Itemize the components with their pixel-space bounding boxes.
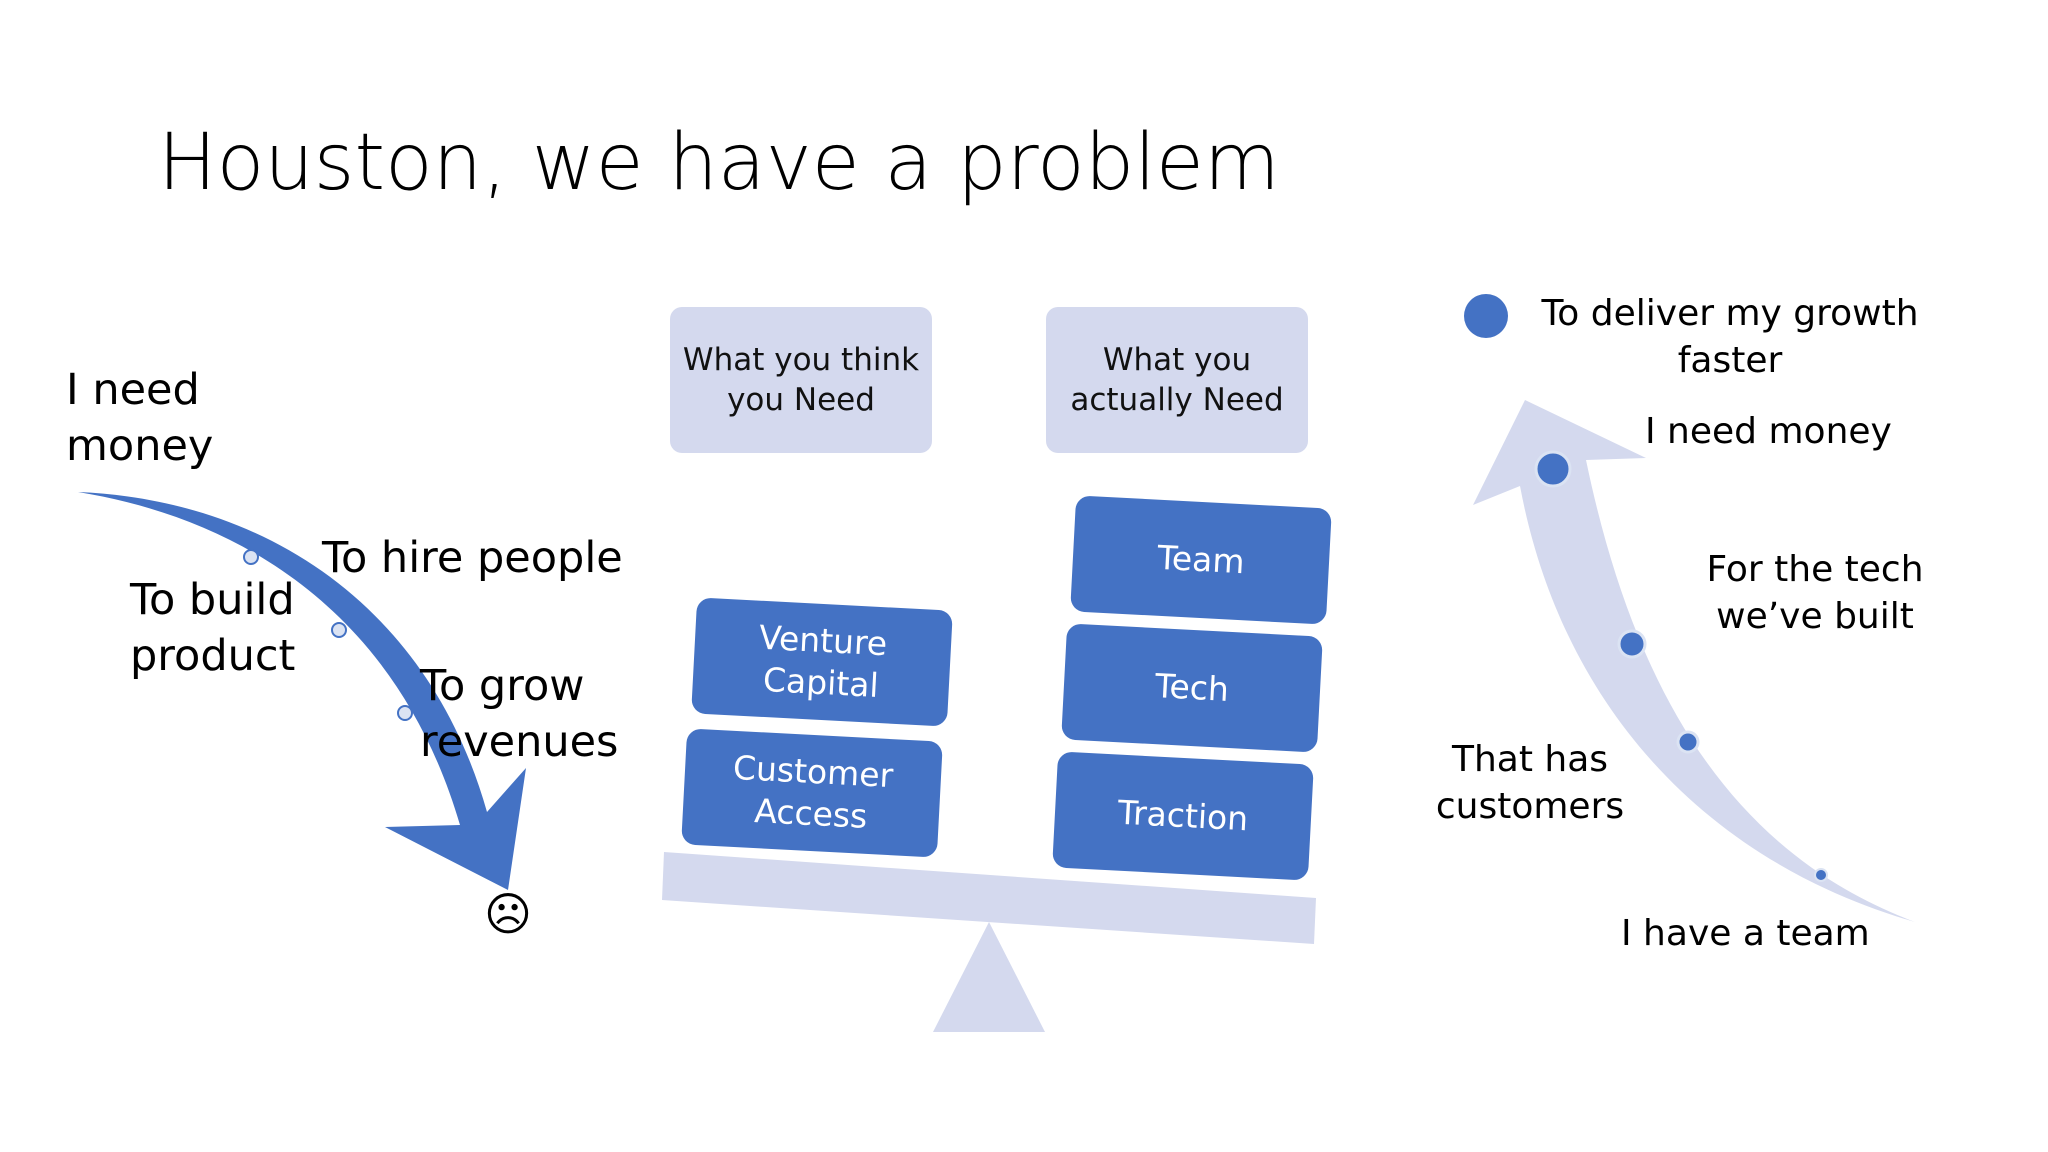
right-flow-step-1: I need money [1645,411,1892,452]
left-flow-step-3: To grow revenues [420,661,619,767]
downward-arrow [78,492,526,890]
block-venture-capital: Venture Capital [691,597,953,727]
right-flow-top-label: To deliver my growth faster [1541,293,1919,381]
block-customer-access-label: Customer Access [732,747,895,836]
scale-beam [662,852,1316,944]
upward-arrow [1473,400,1915,922]
block-traction: Traction [1052,751,1314,881]
block-customer-access: Customer Access [681,728,943,858]
block-tech-label: Tech [1154,666,1230,709]
header-think-need: What you think you Need [670,307,932,453]
scale-fulcrum [933,922,1045,1032]
header-actually-need-label: What you actually Need [1070,342,1284,418]
right-flow-step-3: That has customers [1435,739,1625,827]
arrow-step-dot [1676,730,1700,754]
left-flow-top-label: I need money [66,365,214,471]
legend-dot [1464,294,1508,338]
block-tech: Tech [1061,623,1323,753]
right-flow-step-4: I have a team [1621,913,1870,954]
block-team: Team [1070,495,1332,625]
block-venture-capital-label: Venture Capital [758,617,889,705]
arrow-step-dot [1534,450,1572,488]
arrow-step-dot [397,705,413,721]
header-think-need-label: What you think you Need [682,342,920,418]
left-flow-step-2: To hire people [322,533,623,583]
arrow-step-dot [243,549,259,565]
sad-face-icon: ☹ [484,887,532,941]
header-actually-need: What you actually Need [1046,307,1308,453]
right-flow-step-2: For the tech we’ve built [1706,549,1924,637]
slide-title: Houston, we have a problem [158,118,1280,208]
arrow-step-dot [331,622,347,638]
left-flow-step-1: To build product [130,575,296,681]
block-traction-label: Traction [1116,792,1250,839]
arrow-step-dot [1617,629,1647,659]
arrow-step-dot [1814,868,1828,882]
block-team-label: Team [1156,537,1246,582]
